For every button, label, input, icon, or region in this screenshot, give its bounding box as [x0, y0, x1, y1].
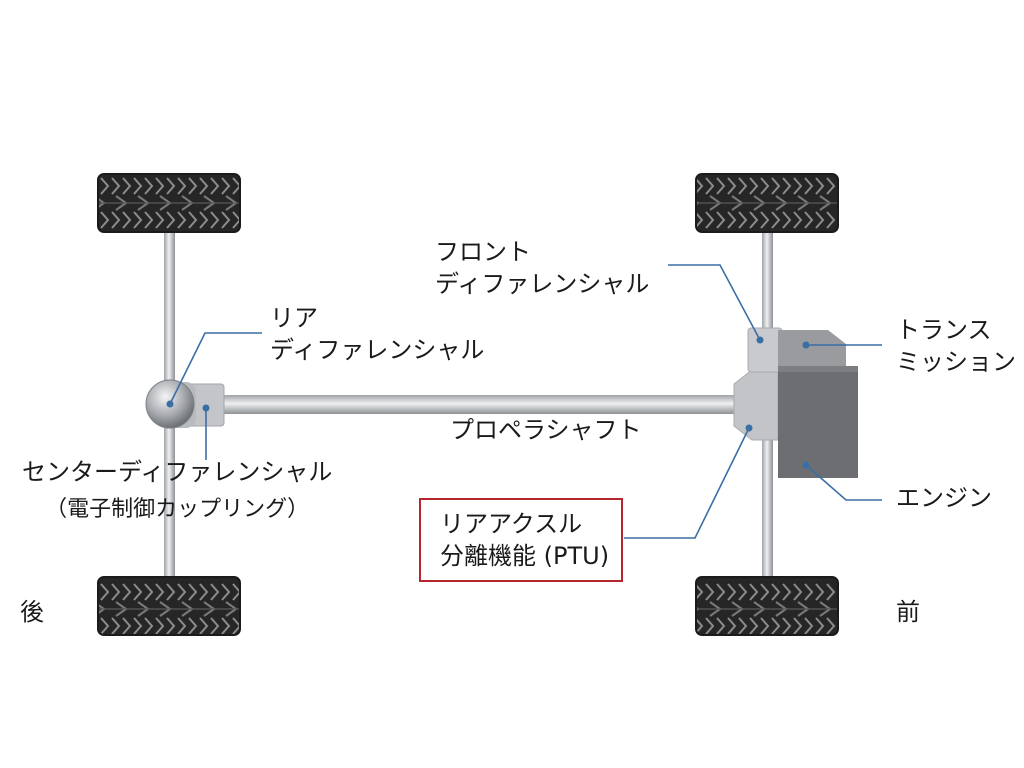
tire-rear-bottom [97, 576, 241, 636]
tire-front-top [695, 173, 839, 233]
leader-front-diff [668, 264, 761, 341]
label-propeller-shaft: プロペラシャフト [450, 416, 642, 444]
ptu-housing [733, 369, 779, 441]
dot-transmission [802, 341, 810, 349]
leader-engine [805, 464, 882, 501]
dot-ptu [745, 424, 753, 432]
leader-rear-diff [169, 332, 262, 405]
transmission-block [778, 330, 846, 368]
dot-front-diff [756, 336, 764, 344]
label-engine: エンジン [896, 484, 992, 512]
propeller-shaft [222, 395, 738, 414]
tire-rear-top [97, 173, 241, 233]
ptu-highlight-box [419, 498, 623, 582]
label-rear-diff: リア ディファレンシャル [270, 304, 485, 364]
label-rear-axle-disconnect: リアアクスル 分離機能 (PTU) [440, 510, 610, 570]
label-center-diff: センターディファレンシャル （電子制御カップリング） [22, 458, 333, 522]
leader-ptu [624, 427, 750, 539]
engine-block [778, 366, 858, 478]
label-front: 前 [896, 598, 920, 626]
label-front-diff: フロント ディファレンシャル [435, 238, 650, 298]
dot-center-diff [202, 404, 210, 412]
engine-highlight [778, 366, 858, 372]
label-rear: 後 [20, 598, 44, 626]
dot-engine [802, 461, 810, 469]
tire-front-bottom [695, 576, 839, 636]
dot-rear-diff [166, 400, 174, 408]
label-transmission: トランス ミッション [896, 316, 1016, 376]
front-diff-housing [747, 327, 783, 373]
